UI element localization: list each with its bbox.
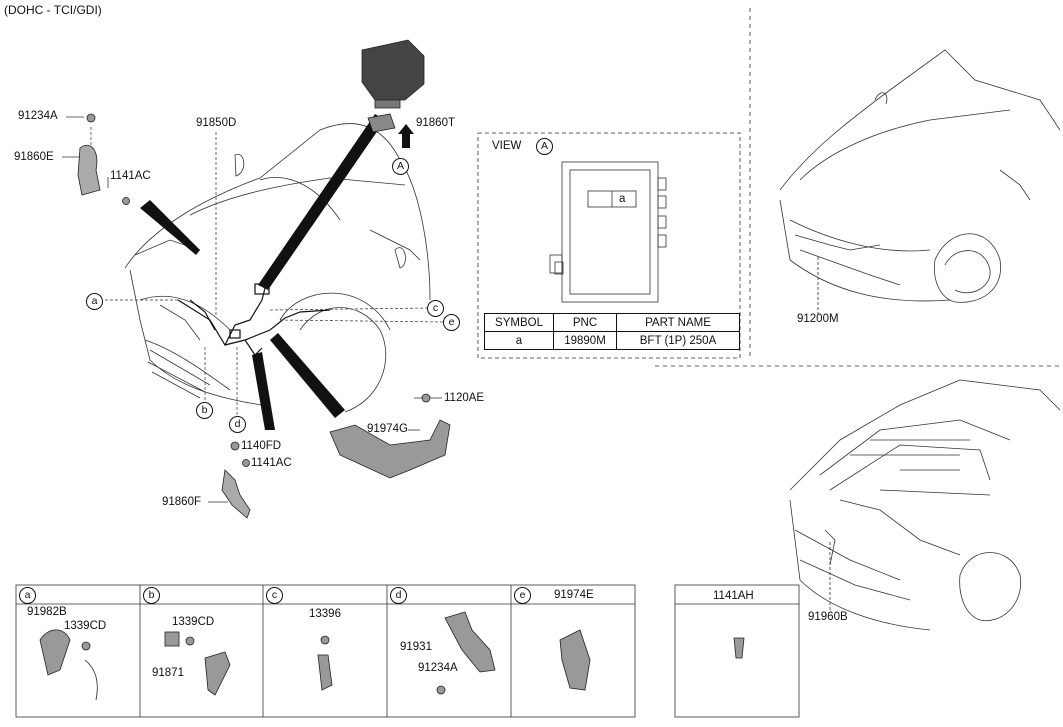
callout-circle-c: c	[427, 300, 444, 317]
bottom-parts-frame	[15, 584, 800, 718]
fuse-block-drawing	[549, 161, 667, 303]
panel-b-part-91871: 91871	[152, 667, 184, 679]
part-label-91860f: 91860F	[162, 496, 202, 508]
relay-box	[361, 39, 425, 133]
part-label-91860e: 91860E	[14, 151, 54, 163]
part-label-91234a: 91234A	[18, 110, 58, 122]
header-symbol: SYMBOL	[484, 313, 554, 332]
panel-a-part-1339cd: 1339CD	[64, 620, 107, 632]
panel-a-part-91982b: 91982B	[27, 606, 67, 618]
view-label: VIEW	[492, 140, 522, 152]
symbol-table: SYMBOL PNC PART NAME a 19890M BFT (1P) 2…	[484, 313, 740, 350]
fastener-art	[77, 113, 431, 519]
part-label-91200m: 91200M	[797, 313, 839, 325]
panel-d-letter: d	[390, 587, 407, 604]
part-label-1141ac-bottom: 1141AC	[251, 457, 292, 469]
callout-circle-view-a: A	[392, 158, 409, 175]
callout-circle-e: e	[443, 314, 460, 331]
panel-e-title: 91974E	[554, 589, 594, 601]
cell-pnc: 19890M	[553, 331, 617, 350]
part-label-91860t: 91860T	[416, 117, 456, 129]
header-part-name: PART NAME	[616, 313, 740, 332]
box-1141ah-title: 1141AH	[713, 590, 754, 602]
leader-lines	[90, 127, 446, 420]
part-label-1120ae: 1120AE	[444, 392, 485, 404]
bottom-part-drawings	[39, 611, 745, 701]
part-label-91974g: 91974G	[367, 423, 408, 435]
part-label-91960b: 91960B	[808, 611, 848, 623]
cell-symbol: a	[484, 331, 554, 350]
part-label-91850d: 91850D	[196, 117, 237, 129]
panel-c-letter: c	[266, 587, 283, 604]
callout-circle-a: a	[86, 293, 103, 310]
panel-c-part-13396: 13396	[309, 608, 341, 620]
panel-d-part-91931: 91931	[400, 641, 432, 653]
part-label-1141ac-top: 1141AC	[110, 170, 151, 182]
view-a-box	[477, 132, 741, 359]
panel-e-letter: e	[514, 587, 531, 604]
cell-part-name: BFT (1P) 250A	[616, 331, 740, 350]
header-pnc: PNC	[553, 313, 617, 332]
callout-wedges	[140, 114, 385, 430]
panel-d-part-91234a: 91234A	[418, 662, 458, 674]
panel-a-letter: a	[19, 587, 36, 604]
callout-circle-b: b	[196, 402, 213, 419]
panel-b-part-1339cd: 1339CD	[172, 616, 215, 628]
vehicle-rear-sketch	[789, 379, 1061, 631]
diagram-title: (DOHC - TCI/GDI)	[4, 3, 102, 17]
view-circle-a: A	[536, 138, 553, 155]
callout-circle-d: d	[229, 416, 246, 433]
symbol-table-header: SYMBOL PNC PART NAME	[484, 313, 740, 332]
fuse-symbol-label: a	[619, 193, 626, 205]
panel-b-letter: b	[143, 587, 160, 604]
wiring-harness	[177, 283, 331, 356]
table-row: a 19890M BFT (1P) 250A	[484, 331, 740, 350]
vehicle-front-right-sketch	[779, 49, 1061, 303]
vehicle-front-sketch	[124, 123, 431, 413]
bracket-91974g	[329, 419, 451, 479]
part-label-1140fd: 1140FD	[241, 440, 282, 452]
